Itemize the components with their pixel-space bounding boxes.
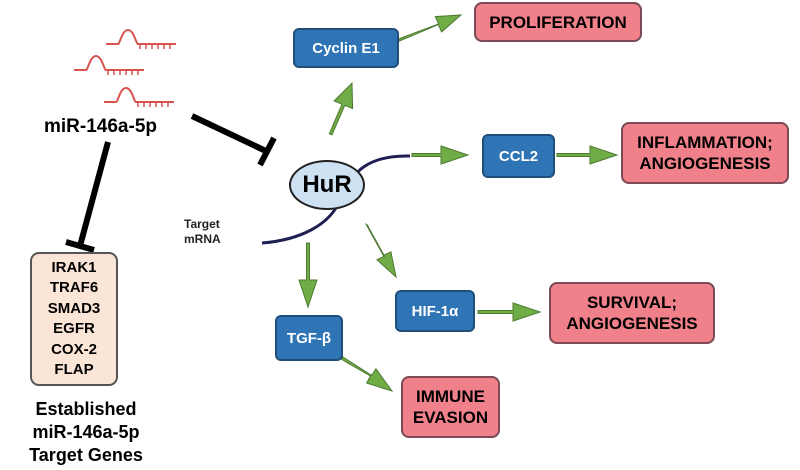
- target-mrna-label-line-2: mRNA: [184, 232, 221, 246]
- proliferation-label: PROLIFERATION: [489, 12, 627, 32]
- survival-label-line-2: ANGIOGENESIS: [566, 314, 698, 333]
- gene-item: TRAF6: [49, 279, 99, 296]
- gene-item: FLAP: [54, 361, 94, 378]
- caption-line-1: Established: [35, 399, 137, 419]
- established-target-genes-box: IRAK1 TRAF6 SMAD3 EGFR COX-2 FLAP: [30, 252, 118, 386]
- tgf-beta-node: TGF-β: [275, 315, 343, 361]
- hif-1a-node: HIF-1α: [395, 290, 475, 332]
- ccl2-node: CCL2: [482, 134, 555, 178]
- arrow-hur-to-tgf: [298, 242, 318, 309]
- inflammation-label-line-1: INFLAMMATION;: [637, 133, 773, 152]
- immune-label-line-2: EVASION: [412, 408, 489, 427]
- survival-angiogenesis-outcome: SURVIVAL; ANGIOGENESIS: [549, 282, 715, 344]
- mirna-hairpin-icon-3: [104, 86, 174, 107]
- gene-item: SMAD3: [47, 299, 101, 317]
- survival-label-line-1: SURVIVAL;: [586, 293, 678, 312]
- target-mrna-label: Target mRNA: [184, 217, 254, 247]
- caption-line-3: Target Genes: [29, 445, 143, 465]
- inhibition-to-hur: [190, 113, 277, 167]
- inhibition-to-targets: [65, 141, 111, 253]
- hur-label: HuR: [302, 171, 352, 198]
- arrow-hur-to-hif: [364, 222, 397, 279]
- cyclin-e1-node: Cyclin E1: [293, 28, 399, 68]
- mirna-hairpin-icon-1: [106, 28, 176, 49]
- immune-label-line-1: IMMUNE: [416, 387, 485, 406]
- hur-node: HuR: [289, 160, 365, 210]
- established-targets-caption: Established miR-146a-5p Target Genes: [10, 398, 162, 467]
- target-mrna-label-line-1: Target: [184, 217, 220, 231]
- mirna-hairpin-icon-2: [74, 54, 144, 75]
- gene-item: EGFR: [53, 320, 95, 337]
- proliferation-outcome: PROLIFERATION: [474, 2, 642, 42]
- arrow-cyclin-to-proliferation: [397, 14, 463, 42]
- caption-line-2: miR-146a-5p: [32, 422, 140, 442]
- gene-item: COX-2: [51, 340, 97, 358]
- arrow-hur-to-cyclin: [328, 81, 354, 136]
- immune-evasion-outcome: IMMUNE EVASION: [401, 376, 500, 438]
- arrow-ccl2-to-inflammation: [556, 145, 619, 165]
- arrow-hif-to-survival: [477, 302, 542, 322]
- arrow-tgf-to-immune: [340, 356, 394, 392]
- inflammation-label-line-2: ANGIOGENESIS: [639, 154, 771, 173]
- inflammation-angiogenesis-outcome: INFLAMMATION; ANGIOGENESIS: [621, 122, 789, 184]
- gene-item: IRAK1: [51, 258, 97, 276]
- mirna-label: miR-146a-5p: [44, 116, 157, 137]
- arrow-hur-to-ccl2: [411, 145, 470, 165]
